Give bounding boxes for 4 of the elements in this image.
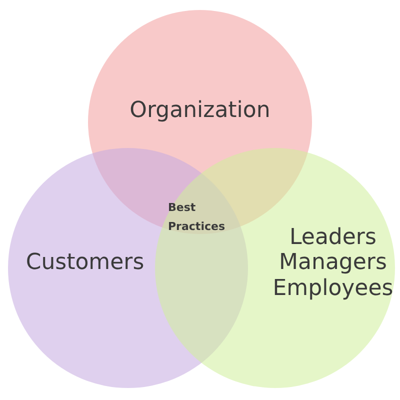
- venn-label: Leaders Managers Employees: [272, 225, 394, 301]
- venn-label: Customers: [24, 250, 146, 276]
- venn-label: Best Practices: [168, 201, 225, 233]
- venn-label: Organization: [128, 98, 272, 124]
